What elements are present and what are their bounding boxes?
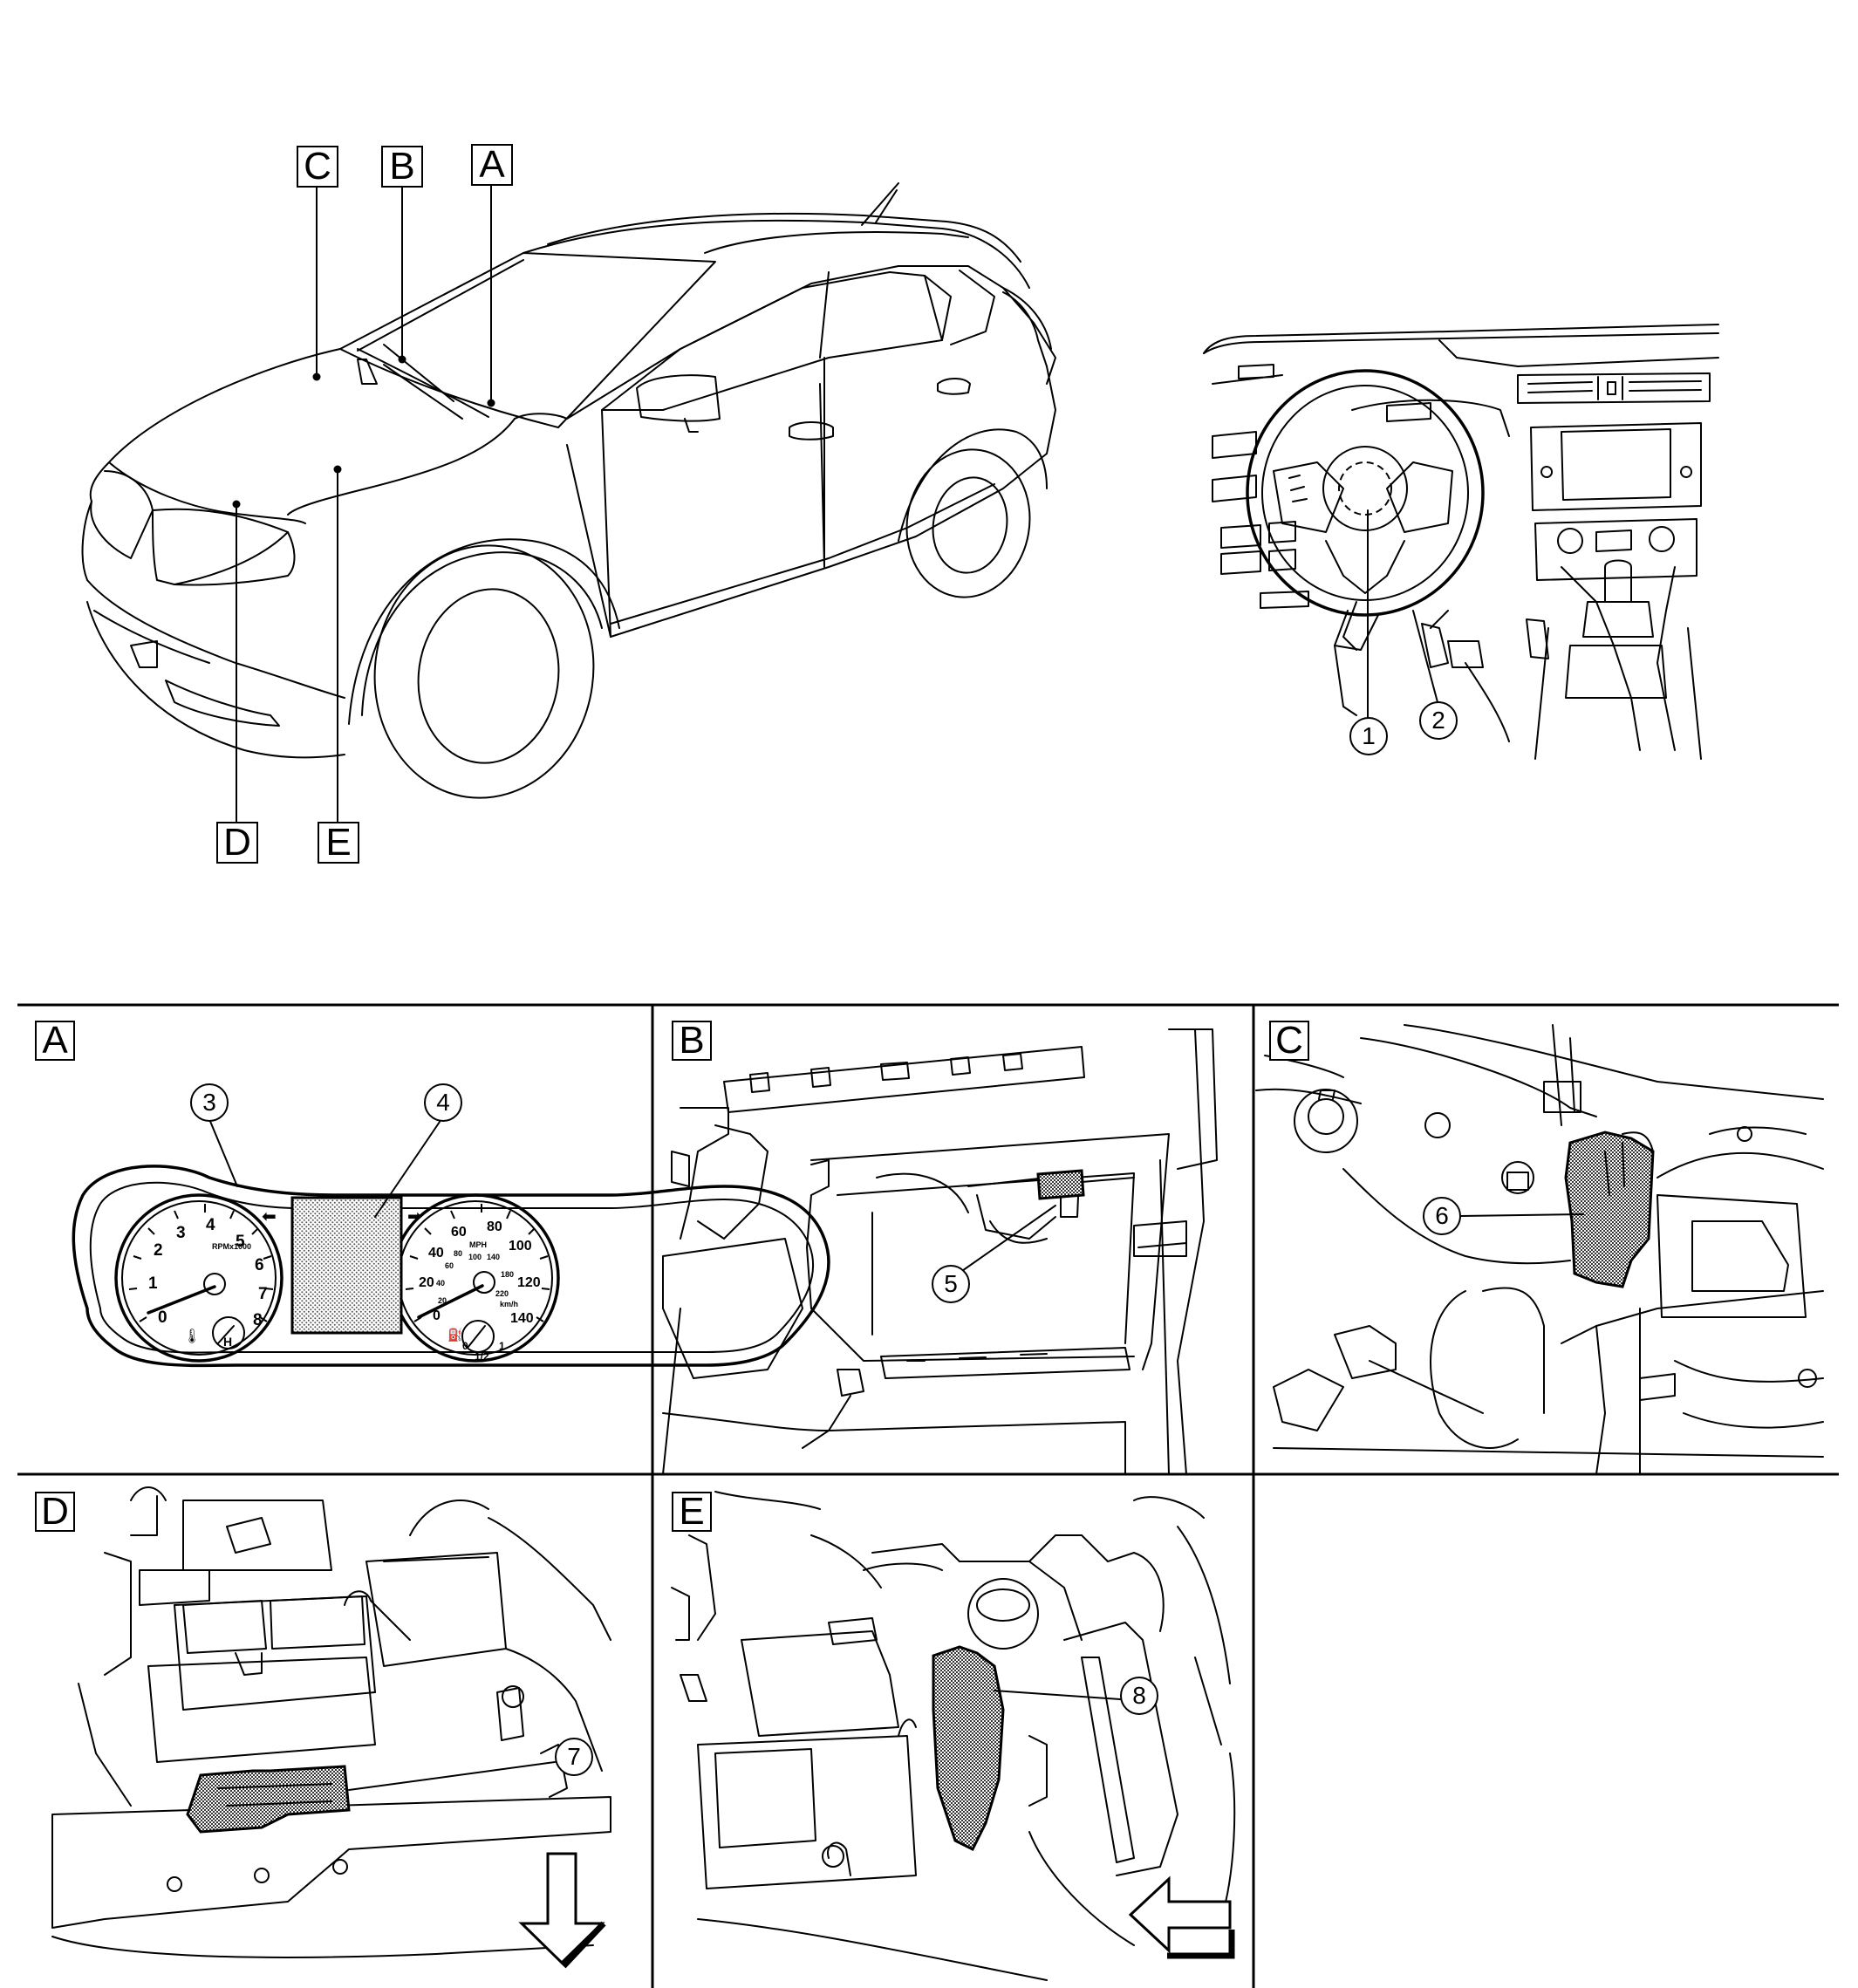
speed-kmh-80: 80 <box>454 1249 463 1258</box>
view-label-e: E <box>318 822 359 864</box>
speed-kmh-20: 20 <box>438 1296 447 1305</box>
tach-unit: RPMx1000 <box>212 1242 252 1251</box>
tach-number-8: 8 <box>253 1311 263 1329</box>
tach-number-4: 4 <box>206 1216 215 1234</box>
panel-grid <box>17 1005 1839 1988</box>
speed-number-140: 140 <box>510 1311 534 1326</box>
speed-kmh-180: 180 <box>501 1270 515 1279</box>
speed-number-120: 120 <box>517 1275 541 1290</box>
callout-3: 3 <box>190 1083 229 1122</box>
fuel-label-full: 1 <box>499 1340 505 1352</box>
panel-label-e: E <box>672 1492 712 1532</box>
speed-number-20: 20 <box>419 1275 434 1290</box>
panel-label-a: A <box>35 1021 75 1061</box>
vehicle-overview <box>83 183 1055 822</box>
view-label-c: C <box>297 146 338 188</box>
panel-b-dash-frame <box>663 1029 1217 1474</box>
cockpit-overview <box>1204 325 1718 759</box>
speed-number-40: 40 <box>428 1246 444 1260</box>
left-turn-arrow-icon: ⬅ <box>262 1207 277 1226</box>
callout-1: 1 <box>1349 717 1388 755</box>
fuel-label-empty: 0 <box>462 1340 468 1352</box>
speed-kmh-220: 220 <box>495 1289 509 1298</box>
temperature-icon: 🌡 <box>183 1329 202 1344</box>
callout-5: 5 <box>932 1265 970 1303</box>
callout-4: 4 <box>424 1083 462 1122</box>
fuel-label-half: 1/2 <box>475 1350 489 1363</box>
panel-label-c: C <box>1269 1021 1309 1061</box>
tach-number-6: 6 <box>255 1256 264 1274</box>
speed-unit: MPH <box>469 1240 487 1249</box>
callout-8: 8 <box>1120 1677 1158 1715</box>
speed-kmh-60: 60 <box>445 1261 454 1270</box>
callout-2: 2 <box>1419 701 1458 740</box>
view-label-a: A <box>471 144 513 186</box>
tach-number-0: 0 <box>158 1308 167 1327</box>
tach-number-2: 2 <box>154 1241 163 1260</box>
speed-number-60: 60 <box>451 1225 467 1240</box>
speed-number-80: 80 <box>487 1219 502 1234</box>
view-label-b: B <box>381 146 423 188</box>
speed-number-0: 0 <box>433 1308 441 1323</box>
temp-label: H <box>223 1335 233 1349</box>
speed-number-100: 100 <box>509 1239 532 1254</box>
tach-number-7: 7 <box>258 1285 268 1303</box>
tach-number-3: 3 <box>176 1224 186 1242</box>
callout-7: 7 <box>555 1738 593 1776</box>
panel-c-engine-bay <box>1256 1025 1823 1474</box>
panel-e-engine-bay <box>672 1492 1234 1980</box>
panel-label-b: B <box>672 1021 712 1061</box>
callout-6: 6 <box>1423 1197 1461 1235</box>
panel-d-battery-area <box>52 1487 611 1966</box>
panel-a-cluster <box>73 1119 829 1365</box>
tach-number-5: 5 <box>236 1233 245 1251</box>
right-turn-arrow-icon: ➡ <box>407 1207 422 1226</box>
view-label-d: D <box>216 822 258 864</box>
panel-label-d: D <box>35 1492 75 1532</box>
speed-kmh-140: 140 <box>487 1253 501 1261</box>
fuel-pump-icon: ⛽ <box>447 1328 463 1342</box>
speed-kmh-40: 40 <box>436 1279 446 1288</box>
speed-kmh-unit: km/h <box>500 1300 519 1308</box>
tach-number-1: 1 <box>148 1274 158 1293</box>
speed-kmh-100: 100 <box>468 1253 482 1261</box>
